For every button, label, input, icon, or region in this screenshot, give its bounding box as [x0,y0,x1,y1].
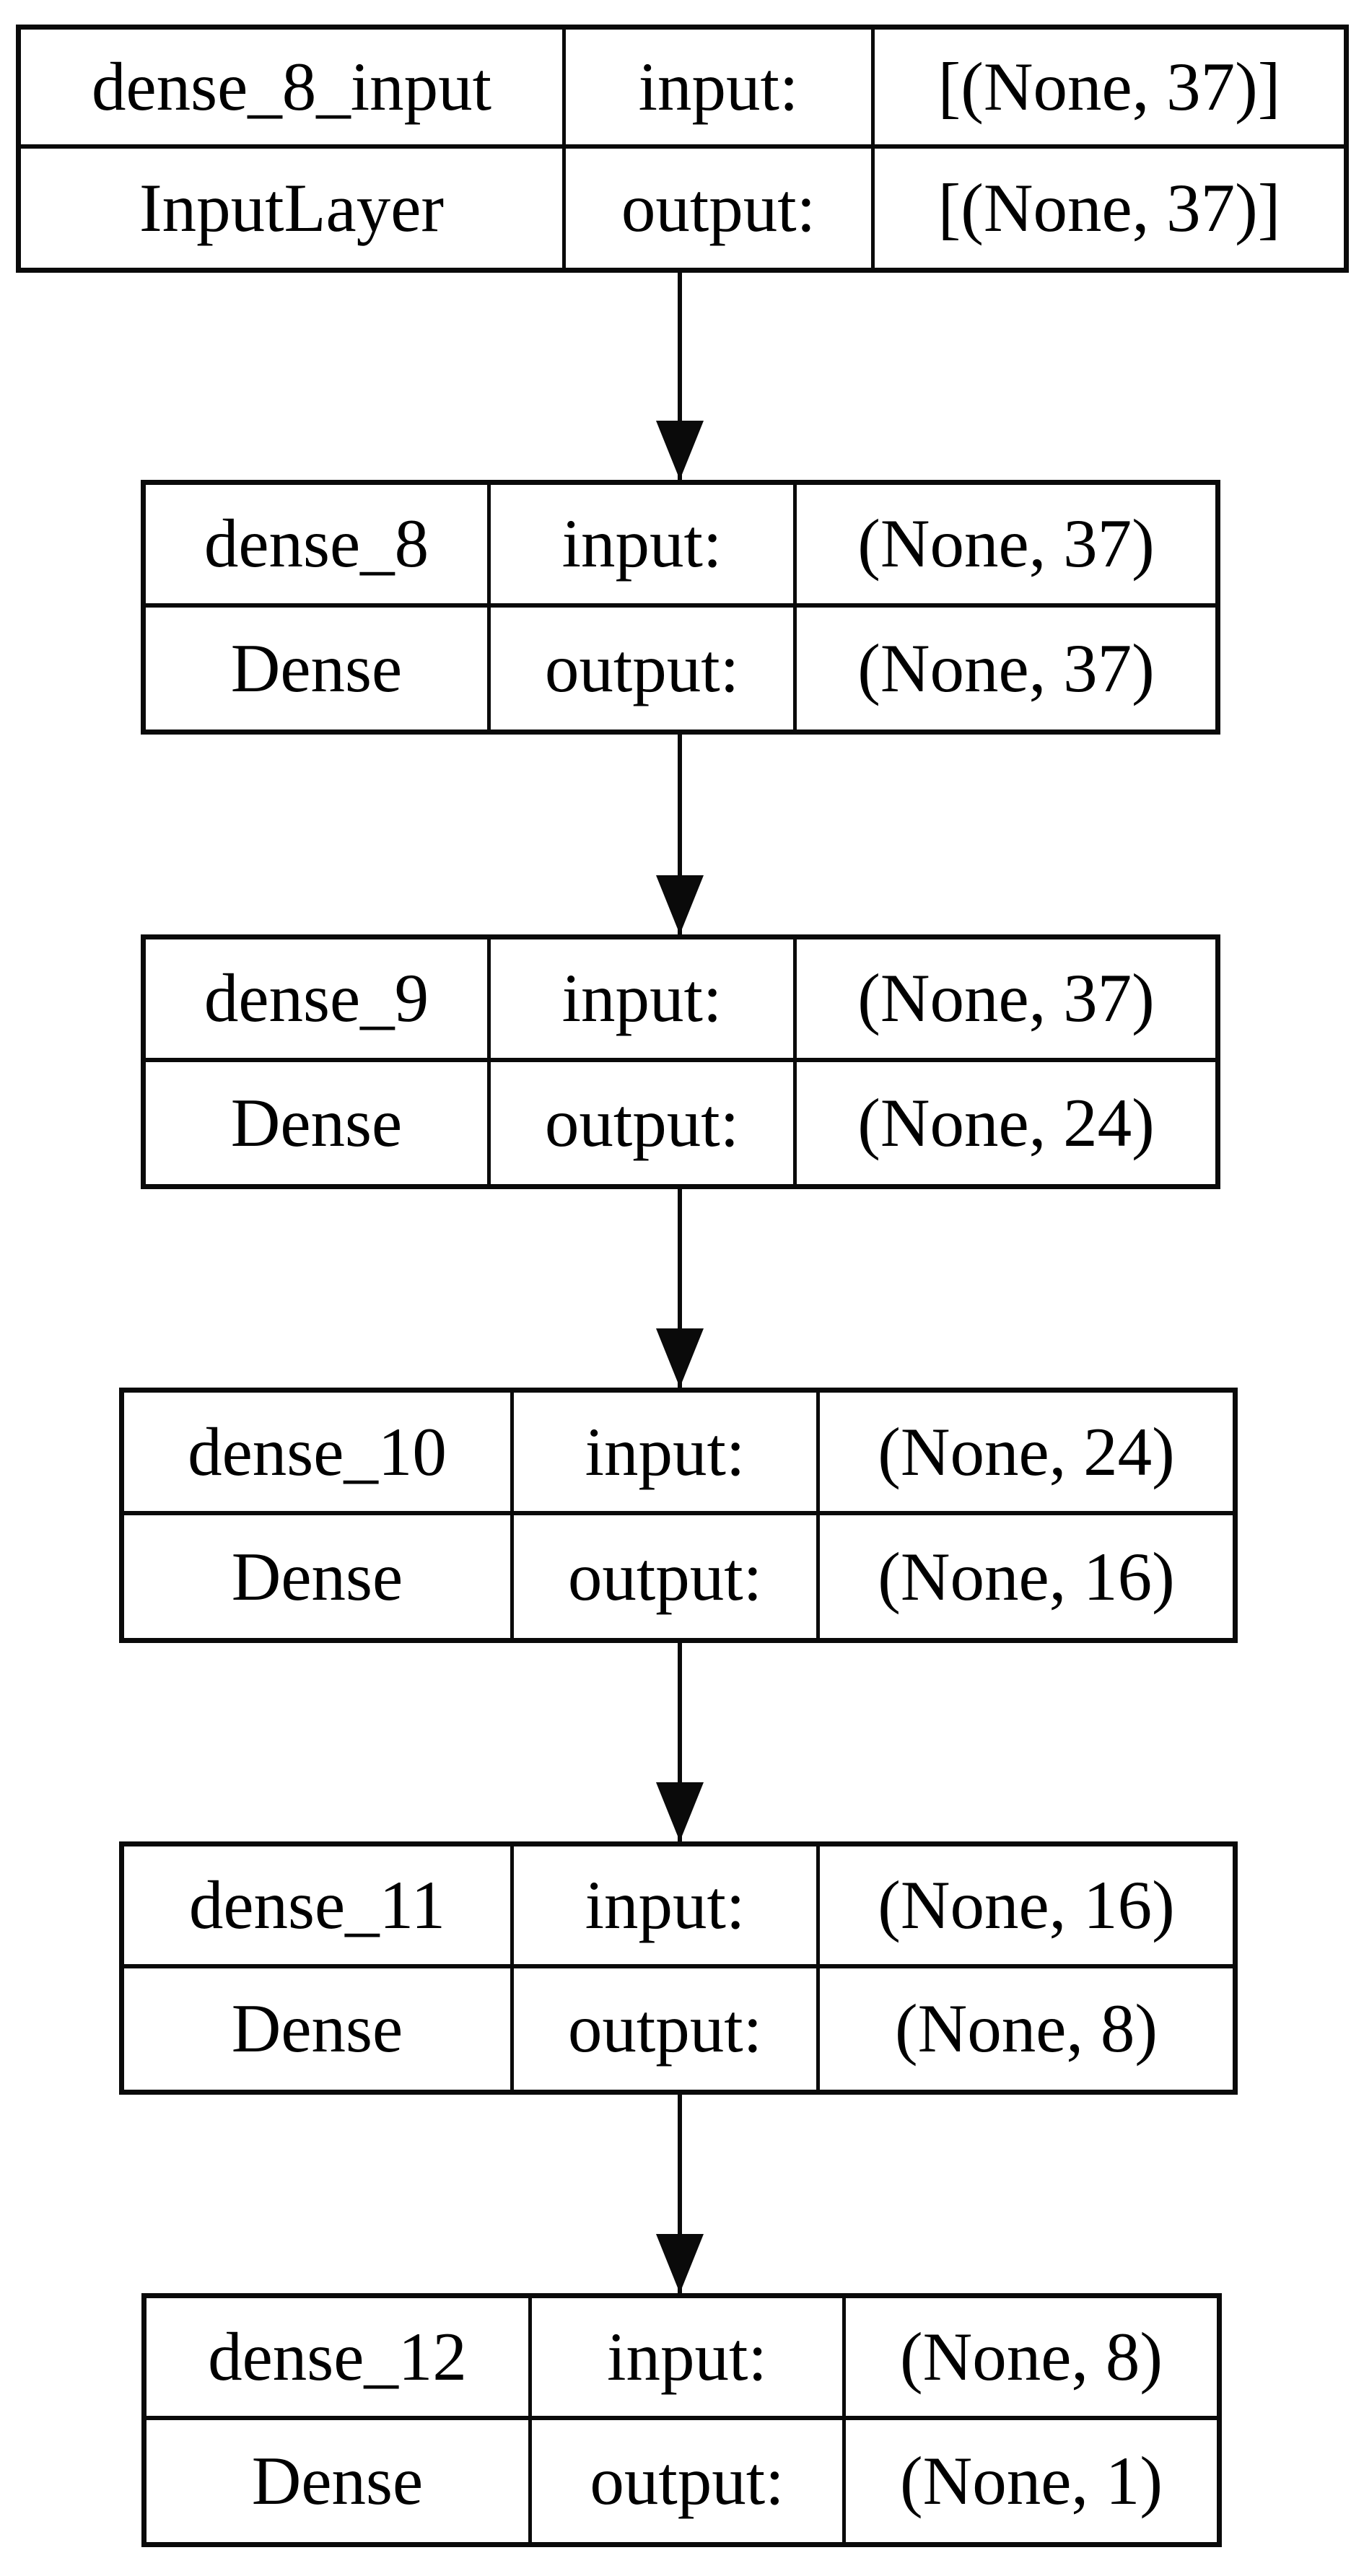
input-label: input: [532,2298,846,2420]
arrowhead-icon [656,875,704,934]
layer-type: Dense [124,1515,514,1638]
output-label: output: [514,1515,820,1638]
input-label: input: [491,939,797,1062]
input-shape: (None, 8) [846,2298,1217,2420]
layer-node-dense-11: dense_11 input: (None, 16) Dense output:… [119,1841,1238,2095]
arrowhead-icon [656,1328,704,1388]
layer-type: Dense [146,607,491,730]
edge-arrow-0 [656,273,704,480]
output-shape: (None, 37) [857,629,1155,706]
output-shape: (None, 1) [899,2443,1163,2519]
arrow-line [678,2095,682,2293]
output-label: output: [491,607,797,730]
layer-name: dense_8_input [21,30,566,149]
arrow-line [678,273,682,480]
input-label: input: [514,1846,820,1968]
layer-type: Dense [146,1061,491,1184]
input-shape: (None, 37) [797,485,1215,608]
output-label: output: [514,1968,820,2090]
edge-arrow-3 [656,1643,704,1841]
input-label: input: [514,1393,820,1515]
layer-name: dense_9 [146,939,491,1062]
input-shape: (None, 16) [820,1846,1233,1968]
input-shape: (None, 37) [797,939,1215,1062]
layer-node-dense-9: dense_9 input: (None, 37) Dense output: … [141,934,1220,1189]
output-shape: (None, 16) [878,1538,1175,1615]
layer-type: Dense [124,1968,514,2090]
layer-name: dense_11 [124,1846,514,1968]
layer-node-dense-10: dense_10 input: (None, 24) Dense output:… [119,1388,1238,1643]
output-shape: (None, 8) [894,1990,1158,2067]
output-shape: [(None, 37)] [937,170,1281,246]
edge-arrow-2 [656,1189,704,1388]
output-label: output: [532,2420,846,2542]
layer-type: InputLayer [21,149,566,268]
output-label: output: [491,1061,797,1184]
arrow-line [678,1189,682,1388]
output-label: output: [566,149,875,268]
arrowhead-icon [656,2234,704,2293]
arrowhead-icon [656,1782,704,1841]
layer-name: dense_12 [147,2298,532,2420]
arrow-line [678,1643,682,1841]
layer-name: dense_8 [146,485,491,608]
input-label: input: [566,30,875,149]
layer-node-dense-8: dense_8 input: (None, 37) Dense output: … [141,480,1220,735]
arrowhead-icon [656,421,704,480]
edge-arrow-4 [656,2095,704,2293]
arrow-line [678,735,682,934]
input-shape: (None, 24) [820,1393,1233,1515]
input-label: input: [491,485,797,608]
output-shape: (None, 24) [857,1084,1155,1161]
layer-node-dense-12: dense_12 input: (None, 8) Dense output: … [141,2293,1222,2547]
input-shape: [(None, 37)] [875,30,1344,149]
layer-type: Dense [147,2420,532,2542]
edge-arrow-1 [656,735,704,934]
layer-node-dense-8-input: dense_8_input input: [(None, 37)] InputL… [16,25,1349,273]
layer-name: dense_10 [124,1393,514,1515]
